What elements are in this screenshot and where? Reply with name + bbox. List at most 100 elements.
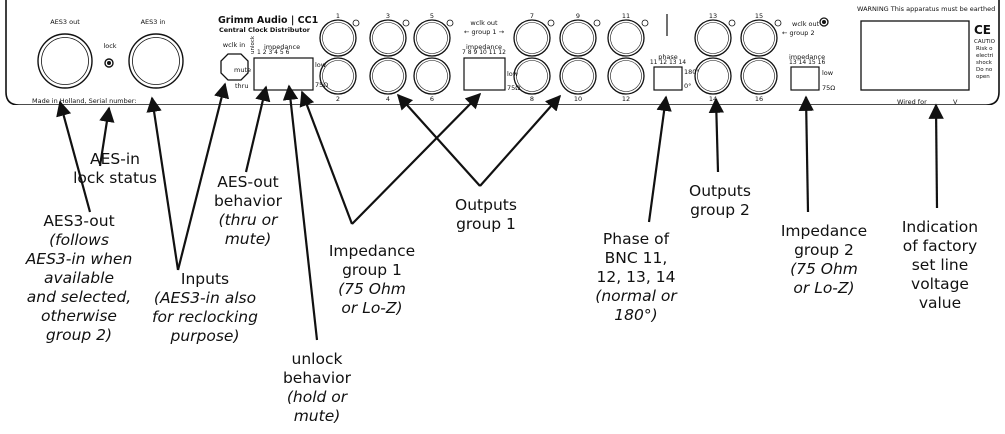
callout-aes3out-italic-1: (follows xyxy=(49,231,109,249)
callout-outputs2-line-1: Outputs xyxy=(689,182,751,200)
low-label-1: low xyxy=(315,61,327,69)
low-label-2: low xyxy=(507,70,519,78)
arrow-impedance2 xyxy=(798,95,814,213)
brand-subtitle: Central Clock Distributor xyxy=(219,26,310,34)
callout-inputs-italic-1: (AES3-in also xyxy=(153,289,257,307)
callout-aesout-behavior-line-2: behavior xyxy=(213,192,283,210)
wclk-in-connector[interactable] xyxy=(220,53,249,81)
group2-led xyxy=(819,17,829,27)
arrow-inputs-aes3in xyxy=(146,96,180,271)
ohm75-label-3: 75Ω xyxy=(822,84,836,92)
callout-inputs-italic-3: purpose) xyxy=(170,327,240,345)
aes3-out-connector[interactable] xyxy=(37,33,93,89)
phase-0-label: 0° xyxy=(684,82,692,90)
bnc-label-11: 11 xyxy=(621,12,631,20)
callout-aesout-behavior-italic-2: mute) xyxy=(224,230,272,248)
callout-impedance2-line-2: group 2 xyxy=(794,241,854,259)
impedance-switch-2[interactable] xyxy=(463,57,506,91)
callout-impedance2-line-1: Impedance xyxy=(780,222,868,240)
callout-impedance2-italic-2: or Lo-Z) xyxy=(793,279,855,297)
arrow-outputs2 xyxy=(708,97,725,173)
arrow-phase xyxy=(647,95,672,223)
bnc-group1[interactable] xyxy=(319,19,454,95)
callout-outputs1-line-2: group 1 xyxy=(456,215,516,233)
callout-impedance2: Impedance group 2 (75 Ohm or Lo-Z) xyxy=(772,222,876,298)
callout-inputs: Inputs (AES3-in also for reclocking purp… xyxy=(130,270,280,346)
impedance-label-1: impedance xyxy=(264,43,301,51)
bnc-label-2: 2 xyxy=(335,95,341,103)
bnc-label-4: 4 xyxy=(385,95,391,103)
wclk-in-label: wclk in xyxy=(222,41,246,49)
callout-aesout-behavior: AES-out behavior (thru or mute) xyxy=(200,173,296,249)
phase-switch-numbers: 11 12 13 14 xyxy=(649,59,687,66)
callout-aes3out-line-1: AES3-out xyxy=(43,212,115,230)
arrow-impedance1-b xyxy=(351,92,482,225)
bnc-label-8: 8 xyxy=(529,95,535,103)
callout-voltage-line-3: set line xyxy=(911,256,969,274)
callout-aesout-behavior-italic-1: (thru or xyxy=(218,211,278,229)
impedance-label-3: impedance xyxy=(789,53,826,61)
bnc-label-12: 12 xyxy=(621,95,631,103)
callout-aes3out-italic-2: AES3-in when xyxy=(25,250,133,268)
arrow-voltage xyxy=(928,103,944,209)
callout-impedance1-line-1: Impedance xyxy=(328,242,416,260)
arrow-outputs1-left xyxy=(396,93,481,187)
bnc-label-1: 1 xyxy=(335,12,341,20)
arrow-impedance1-a xyxy=(299,90,354,225)
callout-phase-line-2: BNC 11, xyxy=(604,249,668,267)
wired-for-label: Wired for xyxy=(897,98,927,106)
callout-aesin-lock-line-2: lock status xyxy=(73,169,157,187)
callout-unlock-behavior: unlock behavior (hold or mute) xyxy=(271,350,363,426)
imp-switch-numbers-2: 7 8 9 10 11 12 xyxy=(462,49,506,56)
callout-phase-line-1: Phase of xyxy=(602,230,670,248)
voltage-unit-label: V xyxy=(953,98,958,106)
callout-aes3out-italic-4: and selected, xyxy=(26,288,132,306)
lock-label: lock xyxy=(103,42,117,50)
callout-voltage-line-4: voltage xyxy=(911,275,969,293)
callout-phase-italic-1: (normal or xyxy=(595,287,677,305)
group2-label: ← group 2 xyxy=(782,29,815,37)
callout-voltage: Indication of factory set line voltage v… xyxy=(892,218,988,313)
callout-unlock-behavior-italic-1: (hold or xyxy=(286,388,348,406)
brand-title: Grimm Audio | CC1 xyxy=(218,15,319,26)
made-in-label: Made in Holland, Serial number: xyxy=(32,97,137,105)
lock-led xyxy=(104,58,114,68)
callout-aes3out-italic-3: available xyxy=(44,269,114,287)
aes3-in-connector[interactable] xyxy=(128,33,184,89)
arrow-aes-lock xyxy=(98,106,115,167)
arrow-inputs-wclk xyxy=(176,82,230,271)
impedance-switch-3[interactable] xyxy=(790,66,820,91)
bnc-label-9: 9 xyxy=(575,12,581,20)
phase-180-label: 180° xyxy=(684,68,700,76)
callout-impedance1-line-2: group 1 xyxy=(342,261,402,279)
arrow-aesout-behavior xyxy=(244,85,271,173)
callout-inputs-italic-2: for reclocking xyxy=(152,308,258,326)
imp-switch-numbers-3: 13 14 15 16 xyxy=(789,59,826,66)
ce-mark: CE xyxy=(974,23,992,37)
arrow-aes3out xyxy=(56,100,92,213)
mains-inlet[interactable] xyxy=(860,20,970,91)
group1-label: ← group 1 → xyxy=(463,28,505,36)
callout-unlock-behavior-line-1: unlock xyxy=(291,350,343,368)
bnc-label-10: 10 xyxy=(573,95,583,103)
caution-line-1: CAUTIO xyxy=(974,39,995,45)
ohm75-label-1: 75Ω xyxy=(315,81,329,89)
callout-aesin-lock-line-1: AES-in xyxy=(90,150,140,168)
phase-switch[interactable] xyxy=(653,66,683,91)
callout-phase: Phase of BNC 11, 12, 13, 14 (normal or 1… xyxy=(580,230,692,325)
bnc-label-15: 15 xyxy=(754,12,764,20)
callout-aes3out: AES3-out (follows AES3-in when available… xyxy=(4,212,154,345)
callout-voltage-line-2: of factory xyxy=(902,237,978,255)
caution-line-4: shock xyxy=(976,60,992,66)
bnc-label-5: 5 xyxy=(429,12,435,20)
callout-unlock-behavior-line-2: behavior xyxy=(282,369,352,387)
aes3-out-label: AES3 out xyxy=(50,18,80,26)
callout-phase-line-3: 12, 13, 14 xyxy=(596,268,676,286)
bnc-group2[interactable] xyxy=(694,19,782,95)
callout-voltage-line-5: value xyxy=(918,294,962,312)
caution-line-2: Risk o xyxy=(976,46,993,52)
callout-aes3out-italic-5: otherwise xyxy=(41,307,117,325)
caution-line-5: Do no xyxy=(976,67,993,73)
bnc-group1-right[interactable] xyxy=(513,19,649,95)
